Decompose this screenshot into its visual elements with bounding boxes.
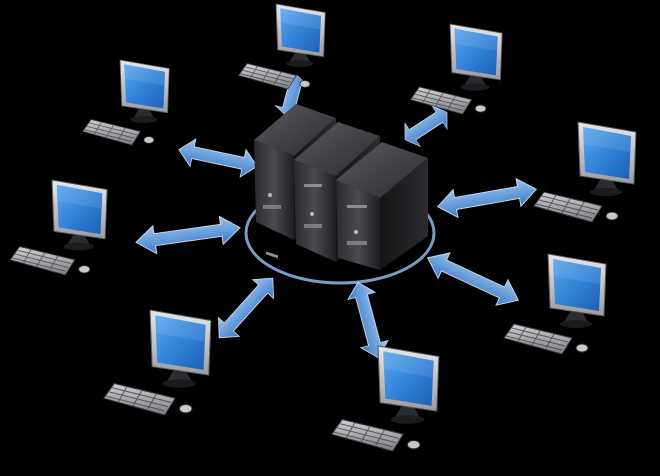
client-bottom [331,345,440,452]
arrow-bottom-left [208,268,284,348]
client-bottom-left [103,309,212,416]
client-bottom-right [503,253,607,355]
arrow-left [133,213,243,257]
arrow-bottom-right [421,244,525,314]
client-left [9,179,108,276]
server-tower-3 [336,142,428,270]
server-cluster [254,104,428,270]
arrow-right [434,175,540,221]
client-top-right [409,23,503,115]
client-top-left [82,59,170,146]
client-top [238,3,326,90]
client-right [533,121,637,223]
arrow-top-left [175,135,261,181]
